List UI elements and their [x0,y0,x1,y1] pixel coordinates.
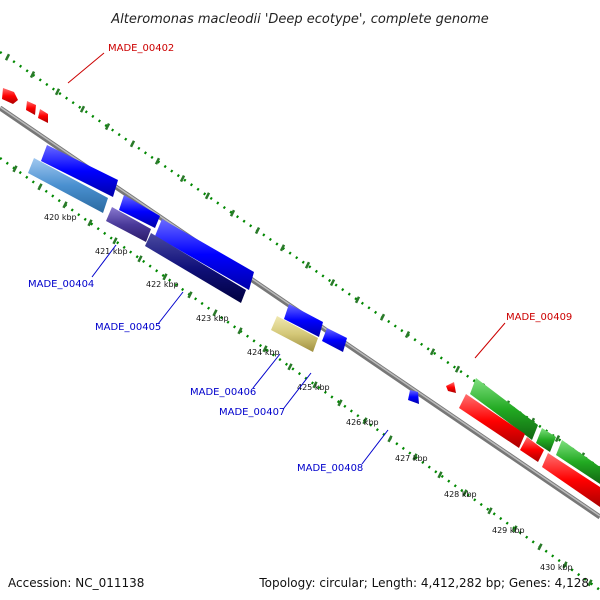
tick-mark [79,105,86,113]
tick-mark [587,579,593,587]
tick-label-430: 430 kbp [540,563,573,572]
gene-made-00409-green-1[interactable] [470,378,538,440]
gene-made-00402-b[interactable] [26,101,36,115]
tick-mark [229,209,236,217]
tick-mark [104,122,111,131]
gene-made-00408-blue[interactable] [408,390,419,404]
gene-made-00409-red-3[interactable] [542,453,600,507]
tick-mark [204,192,211,200]
tick-mark [187,291,193,299]
gene-labels: MADE_00402 MADE_00404 MADE_00405 MADE_00… [28,43,572,474]
reverse-genes-lower [28,158,318,352]
tick-mark [404,330,411,339]
tick-mark [487,507,493,515]
label-made-00407[interactable]: MADE_00407 [219,407,285,418]
gene-made-00402-c[interactable] [38,109,48,123]
tick-mark [12,165,18,173]
tick-mark [437,471,443,479]
gene-forward-small[interactable] [446,382,456,393]
map-title: Alteromonas macleodii 'Deep ecotype', co… [110,12,488,27]
tick-mark [537,543,543,551]
tick-mark [312,381,318,389]
tick-mark [287,363,293,371]
tick-mark [462,489,468,497]
accession-text: Accession: NC_011138 [8,576,144,590]
reverse-genes-red [459,394,600,507]
tick-mark [354,296,361,304]
gene-made-00405[interactable] [145,233,246,303]
label-made-00402[interactable]: MADE_00402 [108,43,174,54]
tick-mark [87,219,93,227]
gene-made-00404-blue[interactable] [41,145,118,197]
forward-genes [2,88,600,484]
tick-mark [137,255,143,263]
tick-mark [212,309,218,317]
tick-mark [337,399,343,407]
gene-made-00406-blue[interactable] [155,219,254,290]
tick-mark [329,278,336,287]
reverse-genes-upper [41,145,419,404]
tick-label-426: 426 kbp [346,418,379,427]
label-made-00404[interactable]: MADE_00404 [28,279,94,290]
gene-made-00402-a[interactable] [2,88,18,104]
tick-mark [154,157,161,165]
tick-mark [129,140,136,148]
tick-label-427: 427 kbp [395,454,428,463]
tick-mark [362,417,368,425]
tick-mark [562,561,568,569]
tick-mark [112,237,118,245]
tick-mark [279,244,286,252]
tick-mark [429,348,436,356]
gene-made-00409-red-1[interactable] [459,394,525,448]
tick-mark [262,345,268,353]
tick-mark [379,313,386,321]
inner-tick-marks [12,165,593,587]
tick-mark [387,435,393,443]
gene-made-00409-green-2[interactable] [536,428,556,452]
label-made-00408[interactable]: MADE_00408 [297,463,363,474]
tick-mark [29,70,36,79]
inner-dotted-line [0,156,600,592]
label-made-00409[interactable]: MADE_00409 [506,312,572,323]
tick-mark [162,273,168,281]
gene-made-00409-red-2[interactable] [520,437,544,462]
label-made-00405[interactable]: MADE_00405 [95,322,161,333]
gene-made-00407-blue-2[interactable] [322,328,347,352]
tick-label-424: 424 kbp [247,348,280,357]
tick-mark [254,226,261,235]
tick-mark [412,453,418,461]
tick-mark [512,525,518,533]
gene-made-00406[interactable] [271,316,318,352]
gene-made-00404[interactable] [28,158,108,213]
tick-label-425: 425 kbp [297,383,330,392]
tick-label-420: 420 kbp [44,213,77,222]
tick-mark [237,327,243,335]
tick-mark [4,53,11,61]
tick-label-429: 429 kbp [492,526,525,535]
tick-label-423: 423 kbp [196,314,229,323]
tick-mark [554,434,561,443]
label-made-00406[interactable]: MADE_00406 [190,387,256,398]
tick-label-422: 422 kbp [146,280,179,289]
gene-made-00409-green-3[interactable] [556,440,600,484]
tick-mark [179,174,186,183]
tick-label-428: 428 kbp [444,490,477,499]
tick-mark [454,365,461,373]
gene-made-00405-purple[interactable] [106,207,151,242]
tick-mark [54,88,61,96]
gene-made-00405-blue[interactable] [119,195,160,228]
tick-mark [37,183,43,191]
gene-made-00407-blue-1[interactable] [284,304,323,337]
tick-mark [304,261,311,269]
tick-mark [62,201,68,209]
genome-summary-text: Topology: circular; Length: 4,412,282 bp… [258,576,589,590]
